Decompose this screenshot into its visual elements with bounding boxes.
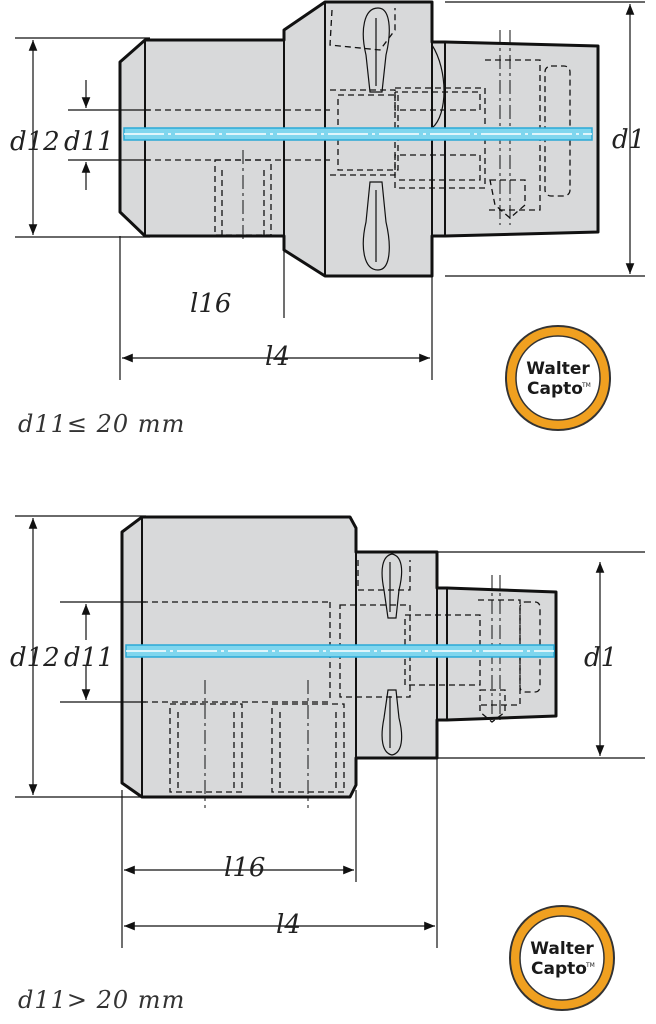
top-view — [118, 0, 600, 278]
top-label-l4: l4 — [265, 342, 290, 372]
bottom-label-l16: l16 — [224, 853, 265, 883]
logo-line2: Capto — [527, 379, 583, 399]
logo-line1: Walter — [530, 939, 594, 959]
top-dimensions — [15, 1, 645, 380]
top-keyway-lower — [362, 181, 390, 271]
bottom-label-d1: d1 — [584, 643, 617, 673]
bottom-label-d12: d12 — [10, 643, 60, 673]
walter-capto-logo-bottom: Walter Capto TM — [508, 904, 616, 1012]
top-label-d12: d12 — [10, 127, 60, 157]
logo-line2: Capto — [531, 959, 587, 979]
top-label-l16: l16 — [190, 289, 231, 319]
bottom-keyway-upper — [381, 553, 403, 619]
top-label-d1: d1 — [612, 125, 645, 155]
top-label-d11: d11 — [64, 127, 114, 157]
bottom-dimensions — [15, 515, 645, 948]
walter-capto-logo-top: Walter Capto TM — [504, 324, 612, 432]
bottom-label-l4: l4 — [276, 910, 301, 940]
top-condition: d11≤ 20 mm — [18, 410, 185, 438]
logo-tm: TM — [581, 382, 591, 389]
bottom-label-d11: d11 — [64, 643, 114, 673]
logo-tm: TM — [585, 962, 595, 969]
logo-line1: Walter — [526, 359, 590, 379]
bottom-condition: d11> 20 mm — [18, 986, 185, 1014]
top-keyway-upper — [362, 7, 390, 93]
bottom-keyway-lower — [381, 689, 403, 756]
bottom-view — [120, 515, 558, 808]
